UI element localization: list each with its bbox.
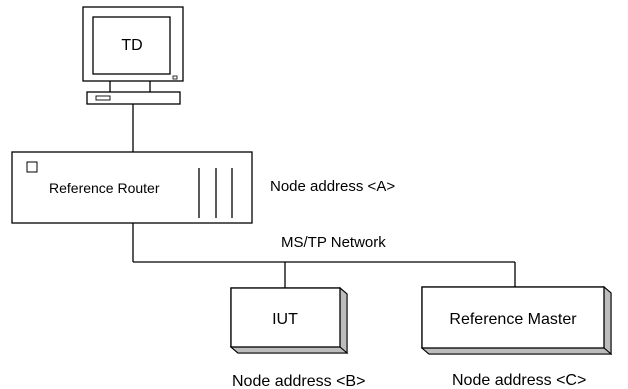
iut-front-face (230, 287, 341, 348)
iut-device: IUT (229, 286, 349, 355)
power-led-icon (172, 75, 178, 80)
td-computer: TD (82, 6, 184, 105)
monitor-screen (92, 16, 171, 75)
master-side-face (603, 285, 612, 356)
router-address: Node address <A> (270, 178, 395, 195)
router-indicator-icon (26, 161, 38, 173)
master-address: Node address <C> (452, 372, 586, 389)
iut-bottom-face (229, 346, 349, 354)
td-label: TD (121, 37, 142, 54)
master-label: Reference Master (449, 311, 577, 328)
network-label: MS/TP Network (281, 234, 386, 251)
router-label: Reference Router (49, 180, 160, 196)
iut-label: IUT (272, 311, 298, 328)
iut-side-face (339, 286, 348, 355)
master-front-face (421, 286, 605, 349)
reference-master: Reference Master (420, 285, 613, 356)
mstp-bus (132, 223, 516, 288)
reference-router: Reference Router (11, 151, 253, 224)
router-box (11, 151, 253, 224)
master-bottom-face (420, 347, 613, 355)
disk-slot-icon (95, 95, 111, 101)
iut-address: Node address <B> (232, 373, 365, 389)
